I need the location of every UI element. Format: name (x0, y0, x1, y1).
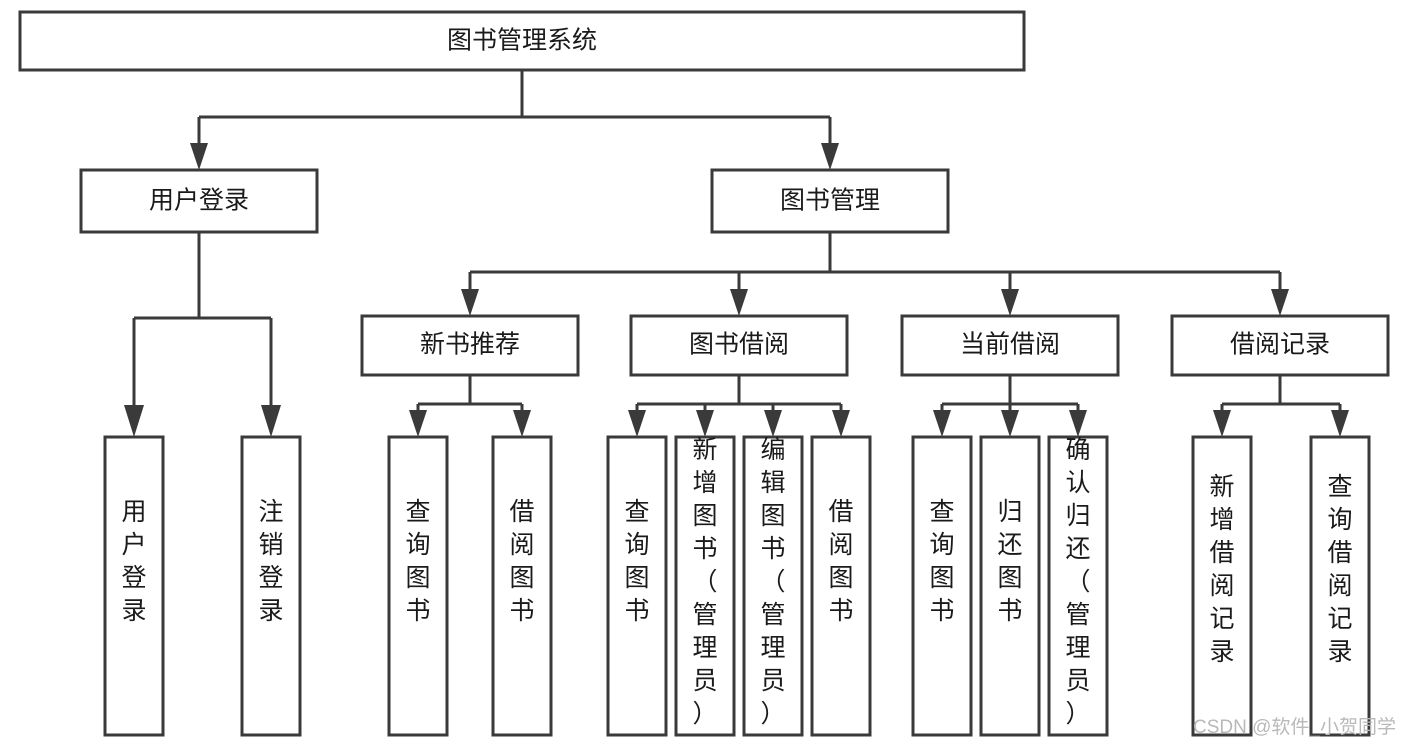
arrow-head-leaf-query-book-2 (628, 410, 646, 437)
node-new-book-rec-label: 新书推荐 (420, 331, 520, 359)
node-leaf-user-login[interactable]: 用户登录 (103, 435, 165, 737)
node-user-login-box[interactable] (79, 168, 319, 234)
edges-layer (124, 70, 1349, 437)
node-leaf-borrow-book-2[interactable]: 借阅图书 (810, 435, 872, 737)
node-leaf-borrow-book-1-label: 借阅图书 (509, 498, 534, 625)
node-book-manage-label: 图书管理 (780, 187, 880, 215)
arrow-head-leaf-add-book (696, 410, 714, 437)
node-leaf-confirm-return-box[interactable] (1047, 435, 1109, 737)
node-leaf-add-record[interactable]: 新增借阅记录 (1191, 435, 1253, 737)
node-leaf-borrow-book-1[interactable]: 借阅图书 (491, 435, 553, 737)
node-borrow-record[interactable]: 借阅记录 (1170, 314, 1390, 377)
node-leaf-borrow-book-2-label: 借阅图书 (828, 498, 853, 625)
node-leaf-query-book-2[interactable]: 查询图书 (606, 435, 668, 737)
arrow-head-leaf-confirm-return (1069, 410, 1087, 437)
node-current-borrow-label: 当前借阅 (960, 331, 1060, 359)
node-leaf-confirm-return[interactable]: 确认归还（管理员） (1047, 435, 1109, 737)
node-leaf-user-logout[interactable]: 注销登录 (240, 435, 302, 737)
node-leaf-query-book-1-box[interactable] (387, 435, 449, 737)
node-new-book-rec[interactable]: 新书推荐 (360, 314, 580, 377)
arrow-head-new-book-rec (461, 289, 479, 316)
arrow-head-leaf-add-record (1213, 410, 1231, 437)
arrow-head-leaf-user-login (124, 405, 144, 437)
node-leaf-user-logout-box[interactable] (240, 435, 302, 737)
node-leaf-return-book[interactable]: 归还图书 (979, 435, 1041, 737)
node-leaf-user-logout-label: 注销登录 (258, 498, 283, 625)
arrow-head-leaf-borrow-book-2 (832, 410, 850, 437)
arrow-head-leaf-return-book (1001, 410, 1019, 437)
node-leaf-edit-book-label: 编辑图书（管理员） (760, 436, 785, 728)
node-leaf-query-record[interactable]: 查询借阅记录 (1309, 435, 1371, 737)
node-book-borrow-label: 图书借阅 (689, 331, 789, 359)
arrow-head-leaf-query-book-1 (409, 410, 427, 437)
node-leaf-confirm-return-label: 确认归还（管理员） (1065, 436, 1090, 728)
node-book-manage[interactable]: 图书管理 (710, 168, 950, 234)
node-root[interactable]: 图书管理系统 (18, 10, 1026, 72)
node-leaf-return-book-box[interactable] (979, 435, 1041, 737)
node-book-borrow[interactable]: 图书借阅 (629, 314, 849, 377)
node-user-login-label: 用户登录 (149, 187, 249, 215)
node-borrow-record-box[interactable] (1170, 314, 1390, 377)
node-leaf-add-book-box[interactable] (674, 435, 736, 737)
node-leaf-query-book-3[interactable]: 查询图书 (911, 435, 973, 737)
node-leaf-user-login-label: 用户登录 (121, 498, 146, 625)
arrow-head-leaf-query-record (1331, 410, 1349, 437)
node-root-label: 图书管理系统 (447, 27, 597, 55)
node-leaf-edit-book[interactable]: 编辑图书（管理员） (742, 435, 804, 737)
node-leaf-add-book-label: 新增图书（管理员） (692, 436, 717, 728)
node-leaf-borrow-book-1-box[interactable] (491, 435, 553, 737)
arrow-head-leaf-user-logout (261, 405, 281, 437)
arrow-head-user-login (190, 143, 208, 170)
node-current-borrow-box[interactable] (900, 314, 1120, 377)
node-leaf-query-book-3-box[interactable] (911, 435, 973, 737)
node-book-manage-box[interactable] (710, 168, 950, 234)
arrow-head-leaf-query-book-3 (933, 410, 951, 437)
node-leaf-query-book-3-label: 查询图书 (929, 498, 954, 625)
node-leaf-return-book-label: 归还图书 (997, 498, 1022, 625)
arrow-head-book-borrow (730, 289, 748, 316)
arrow-head-current-borrow (1001, 289, 1019, 316)
watermark: CSDN @软件_小贺同学 (1193, 716, 1396, 738)
node-leaf-query-book-1[interactable]: 查询图书 (387, 435, 449, 737)
node-user-login[interactable]: 用户登录 (79, 168, 319, 234)
node-leaf-edit-book-box[interactable] (742, 435, 804, 737)
node-leaf-query-book-2-label: 查询图书 (624, 498, 649, 625)
node-leaf-query-record-box[interactable] (1309, 435, 1371, 737)
node-leaf-query-record-label: 查询借阅记录 (1327, 473, 1352, 666)
arrow-head-leaf-borrow-book-1 (513, 410, 531, 437)
arrow-head-borrow-record (1271, 289, 1289, 316)
node-leaf-add-record-box[interactable] (1191, 435, 1253, 737)
node-root-box[interactable] (18, 10, 1026, 72)
arrow-head-book-manage (821, 143, 839, 170)
node-leaf-borrow-book-2-box[interactable] (810, 435, 872, 737)
node-new-book-rec-box[interactable] (360, 314, 580, 377)
arrow-head-leaf-edit-book (764, 410, 782, 437)
node-book-borrow-box[interactable] (629, 314, 849, 377)
node-borrow-record-label: 借阅记录 (1230, 331, 1330, 359)
node-leaf-add-record-label: 新增借阅记录 (1209, 473, 1234, 666)
node-leaf-query-book-1-label: 查询图书 (405, 498, 430, 625)
node-leaf-add-book[interactable]: 新增图书（管理员） (674, 435, 736, 737)
node-leaf-query-book-2-box[interactable] (606, 435, 668, 737)
node-current-borrow[interactable]: 当前借阅 (900, 314, 1120, 377)
node-leaf-user-login-box[interactable] (103, 435, 165, 737)
